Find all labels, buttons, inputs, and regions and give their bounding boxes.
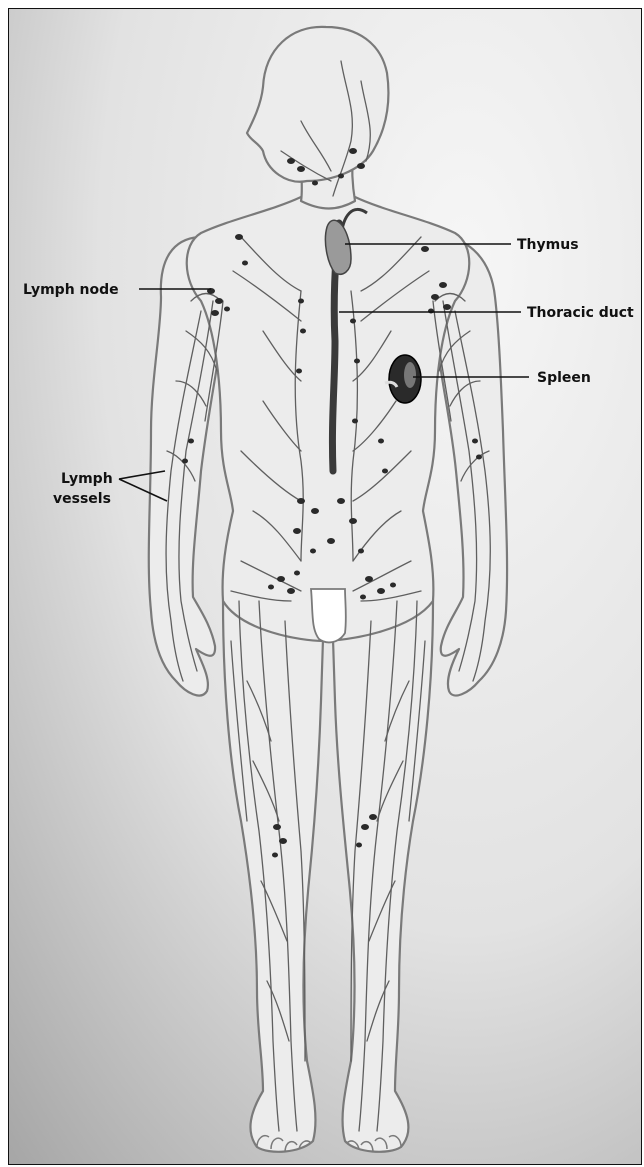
label-lymph-vessels-line1: Lymph [61, 471, 113, 487]
spleen-highlight [404, 362, 416, 388]
label-lymph-vessels-line2: vessels [53, 491, 111, 507]
label-thoracic-duct: Thoracic duct [527, 305, 634, 321]
label-thymus: Thymus [517, 237, 579, 253]
label-spleen: Spleen [537, 370, 591, 386]
groin [311, 589, 346, 642]
lymphatic-system-diagram: Thymus Lymph node Thoracic duct Spleen L… [9, 9, 642, 1165]
illustration-frame: Thymus Lymph node Thoracic duct Spleen L… [8, 8, 642, 1165]
label-lymph-node: Lymph node [23, 282, 119, 298]
torso [187, 197, 470, 641]
